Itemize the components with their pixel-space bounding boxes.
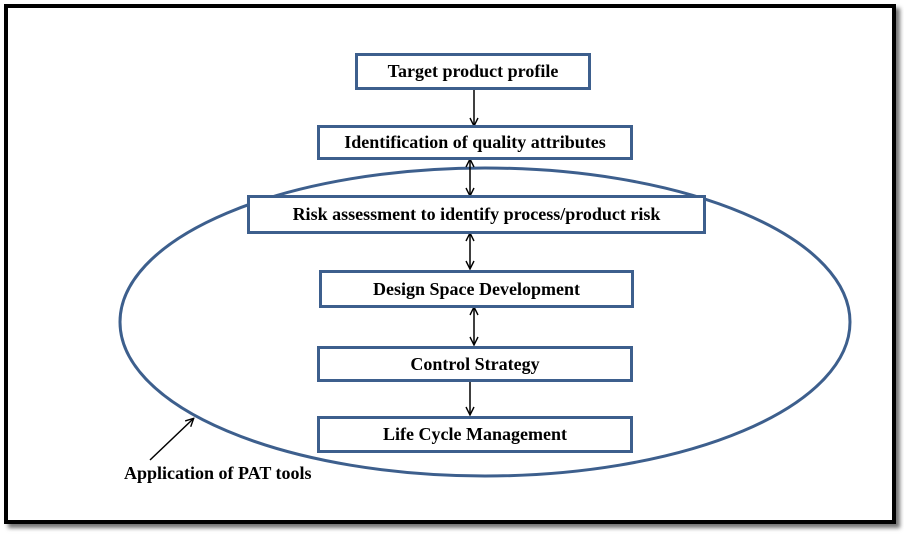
step-life-cycle-management: Life Cycle Management xyxy=(317,416,633,453)
step-target-product-profile: Target product profile xyxy=(355,53,591,90)
pat-tools-ellipse xyxy=(118,166,852,478)
pat-tools-label: Application of PAT tools xyxy=(124,463,312,483)
step-quality-attributes: Identification of quality attributes xyxy=(317,125,633,160)
pat-tools-pointer-arrow xyxy=(149,419,193,461)
step-design-space-development: Design Space Development xyxy=(319,270,634,308)
step-risk-assessment: Risk assessment to identify process/prod… xyxy=(247,195,706,234)
step-control-strategy: Control Strategy xyxy=(317,346,633,382)
